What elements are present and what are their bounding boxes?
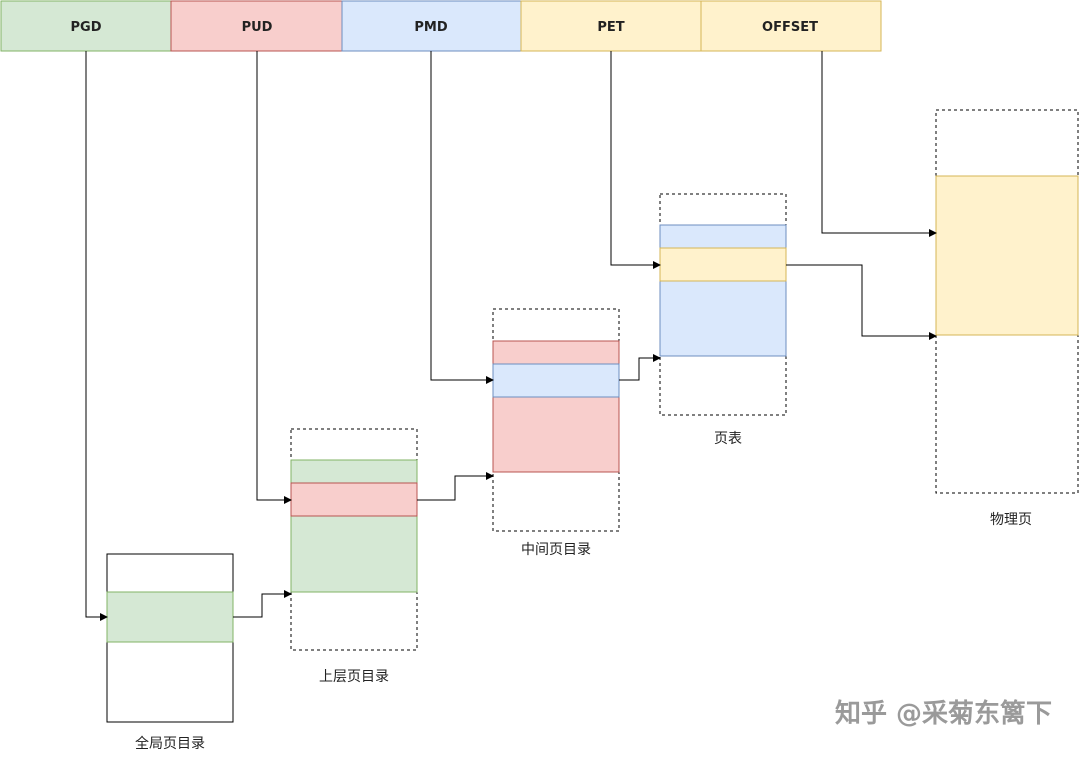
pet-arrow [610,51,661,269]
page-table-entry [659,247,787,282]
pgd-arrow [85,51,108,621]
field-pet-label: PET [597,20,624,35]
global-page-directory-caption: 全局页目录 [135,735,205,752]
middle-to-pagetable-arrow [619,354,661,381]
middle-block [492,340,620,473]
page-table-block [659,224,787,357]
pmd-arrow [430,51,494,384]
field-pud-label: PUD [242,20,273,35]
upper-to-middle-arrow [417,472,494,501]
upper-page-directory-caption: 上层页目录 [319,669,389,685]
offset-arrow [821,51,937,237]
field-pmd [341,0,522,52]
upper-entry [290,482,418,517]
upper-block [290,459,418,593]
global-page-directory: 全局页目录 [106,553,234,752]
physical-page: 物理页 [935,109,1079,528]
field-pgd [0,0,172,52]
upper-page-directory: 上层页目录 [290,428,418,685]
middle-page-directory: 中间页目录 [492,308,620,558]
middle-page-directory-caption: 中间页目录 [521,542,591,558]
connectors [85,51,937,621]
pagetable-to-physical-arrow [786,264,937,340]
pud-arrow [256,51,292,504]
middle-entry [492,363,620,398]
virtual-address-bar: PGD PUD PMD PET OFFSET [0,0,882,52]
watermark: 知乎 @采菊东篱下 [835,698,1052,729]
field-pud [170,0,343,52]
field-offset [700,0,882,52]
page-table-caption: 页表 [714,431,742,447]
field-pmd-label: PMD [414,20,447,35]
physical-page-caption: 物理页 [990,512,1032,528]
field-pgd-label: PGD [71,20,102,35]
global-entry [106,591,234,643]
global-to-upper-arrow [233,590,292,618]
page-table: 页表 [659,193,787,447]
physical-page-block [935,175,1079,336]
field-offset-label: OFFSET [762,20,818,35]
field-pet [520,0,702,52]
